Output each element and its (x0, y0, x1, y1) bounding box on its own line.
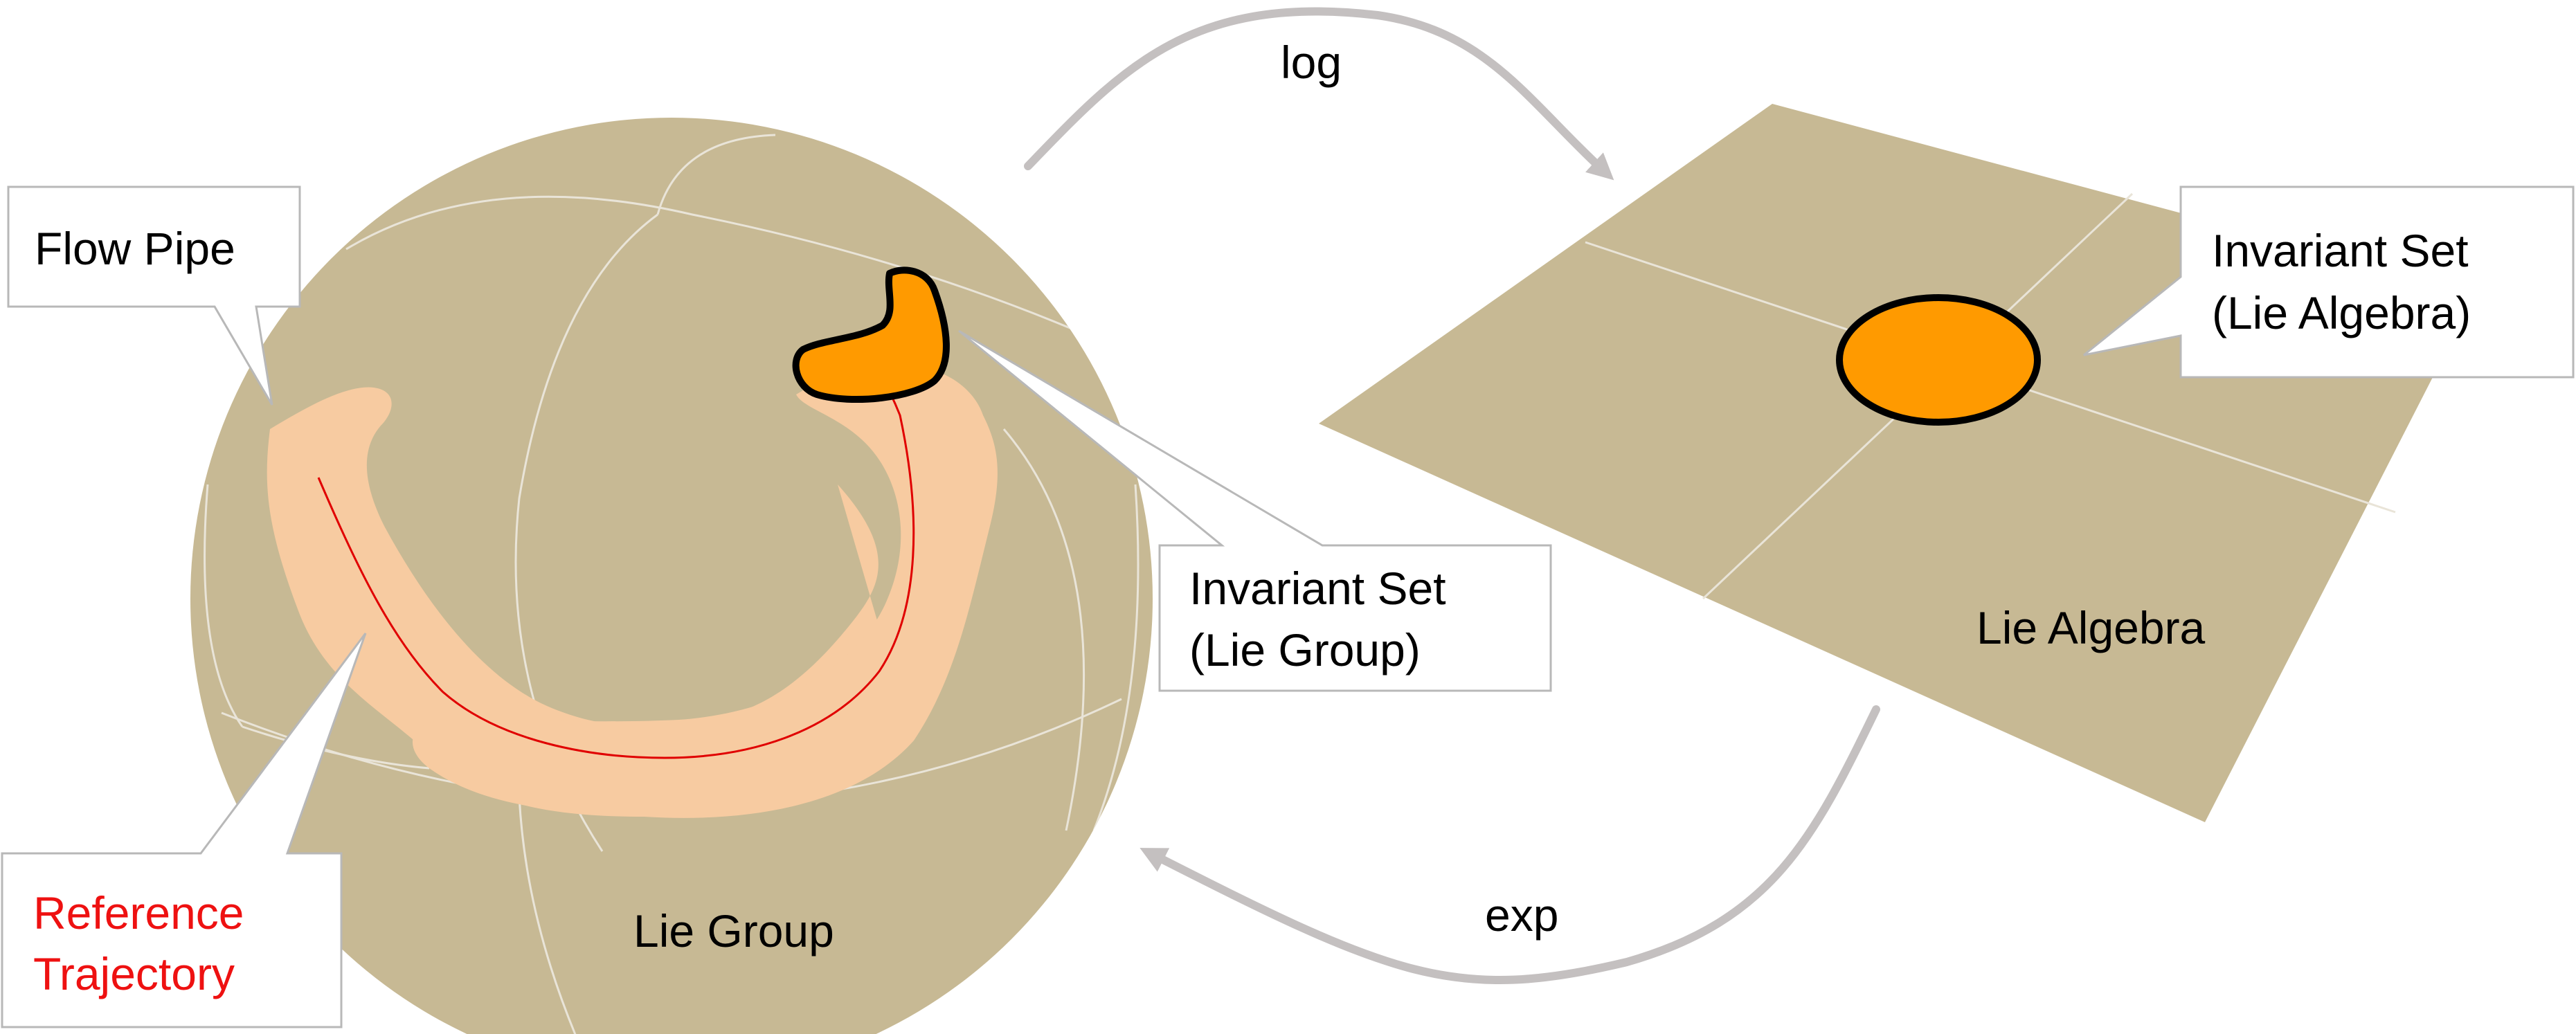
invariant-algebra-label-line1: Invariant Set (2212, 225, 2469, 276)
invariant-algebra-callout: Invariant Set (Lie Algebra) (2083, 185, 2575, 379)
invariant-set-lie-algebra (1836, 294, 2041, 426)
invariant-group-callout: Invariant Set (Lie Group) (958, 329, 1552, 692)
exp-map-arrow: exp (1140, 705, 1880, 985)
reference-label-line2: Trajectory (33, 948, 235, 999)
flow-pipe-callout: Flow Pipe (7, 185, 301, 406)
reference-label-line1: Reference (33, 887, 244, 938)
invariant-set-lie-group (792, 266, 950, 403)
reference-trajectory-callout: Reference Trajectory (1, 633, 367, 1028)
flow-pipe-right-arm (413, 365, 998, 818)
log-label: log (1281, 37, 1342, 88)
invariant-algebra-label-line2: (Lie Algebra) (2212, 287, 2471, 338)
flow-pipe-label: Flow Pipe (35, 223, 235, 274)
invariant-group-label-line1: Invariant Set (1189, 563, 1446, 614)
invariant-group-label-line2: (Lie Group) (1189, 624, 1421, 675)
lie-algebra-label: Lie Algebra (1976, 602, 2206, 653)
flow-pipe-left-arm (267, 387, 900, 817)
exp-label: exp (1485, 889, 1558, 941)
reference-trajectory-curve (317, 345, 915, 759)
lie-group-sphere: Lie Group (190, 118, 1153, 1034)
log-map-arrow: log (1024, 7, 1614, 181)
lie-group-label: Lie Group (633, 905, 834, 956)
